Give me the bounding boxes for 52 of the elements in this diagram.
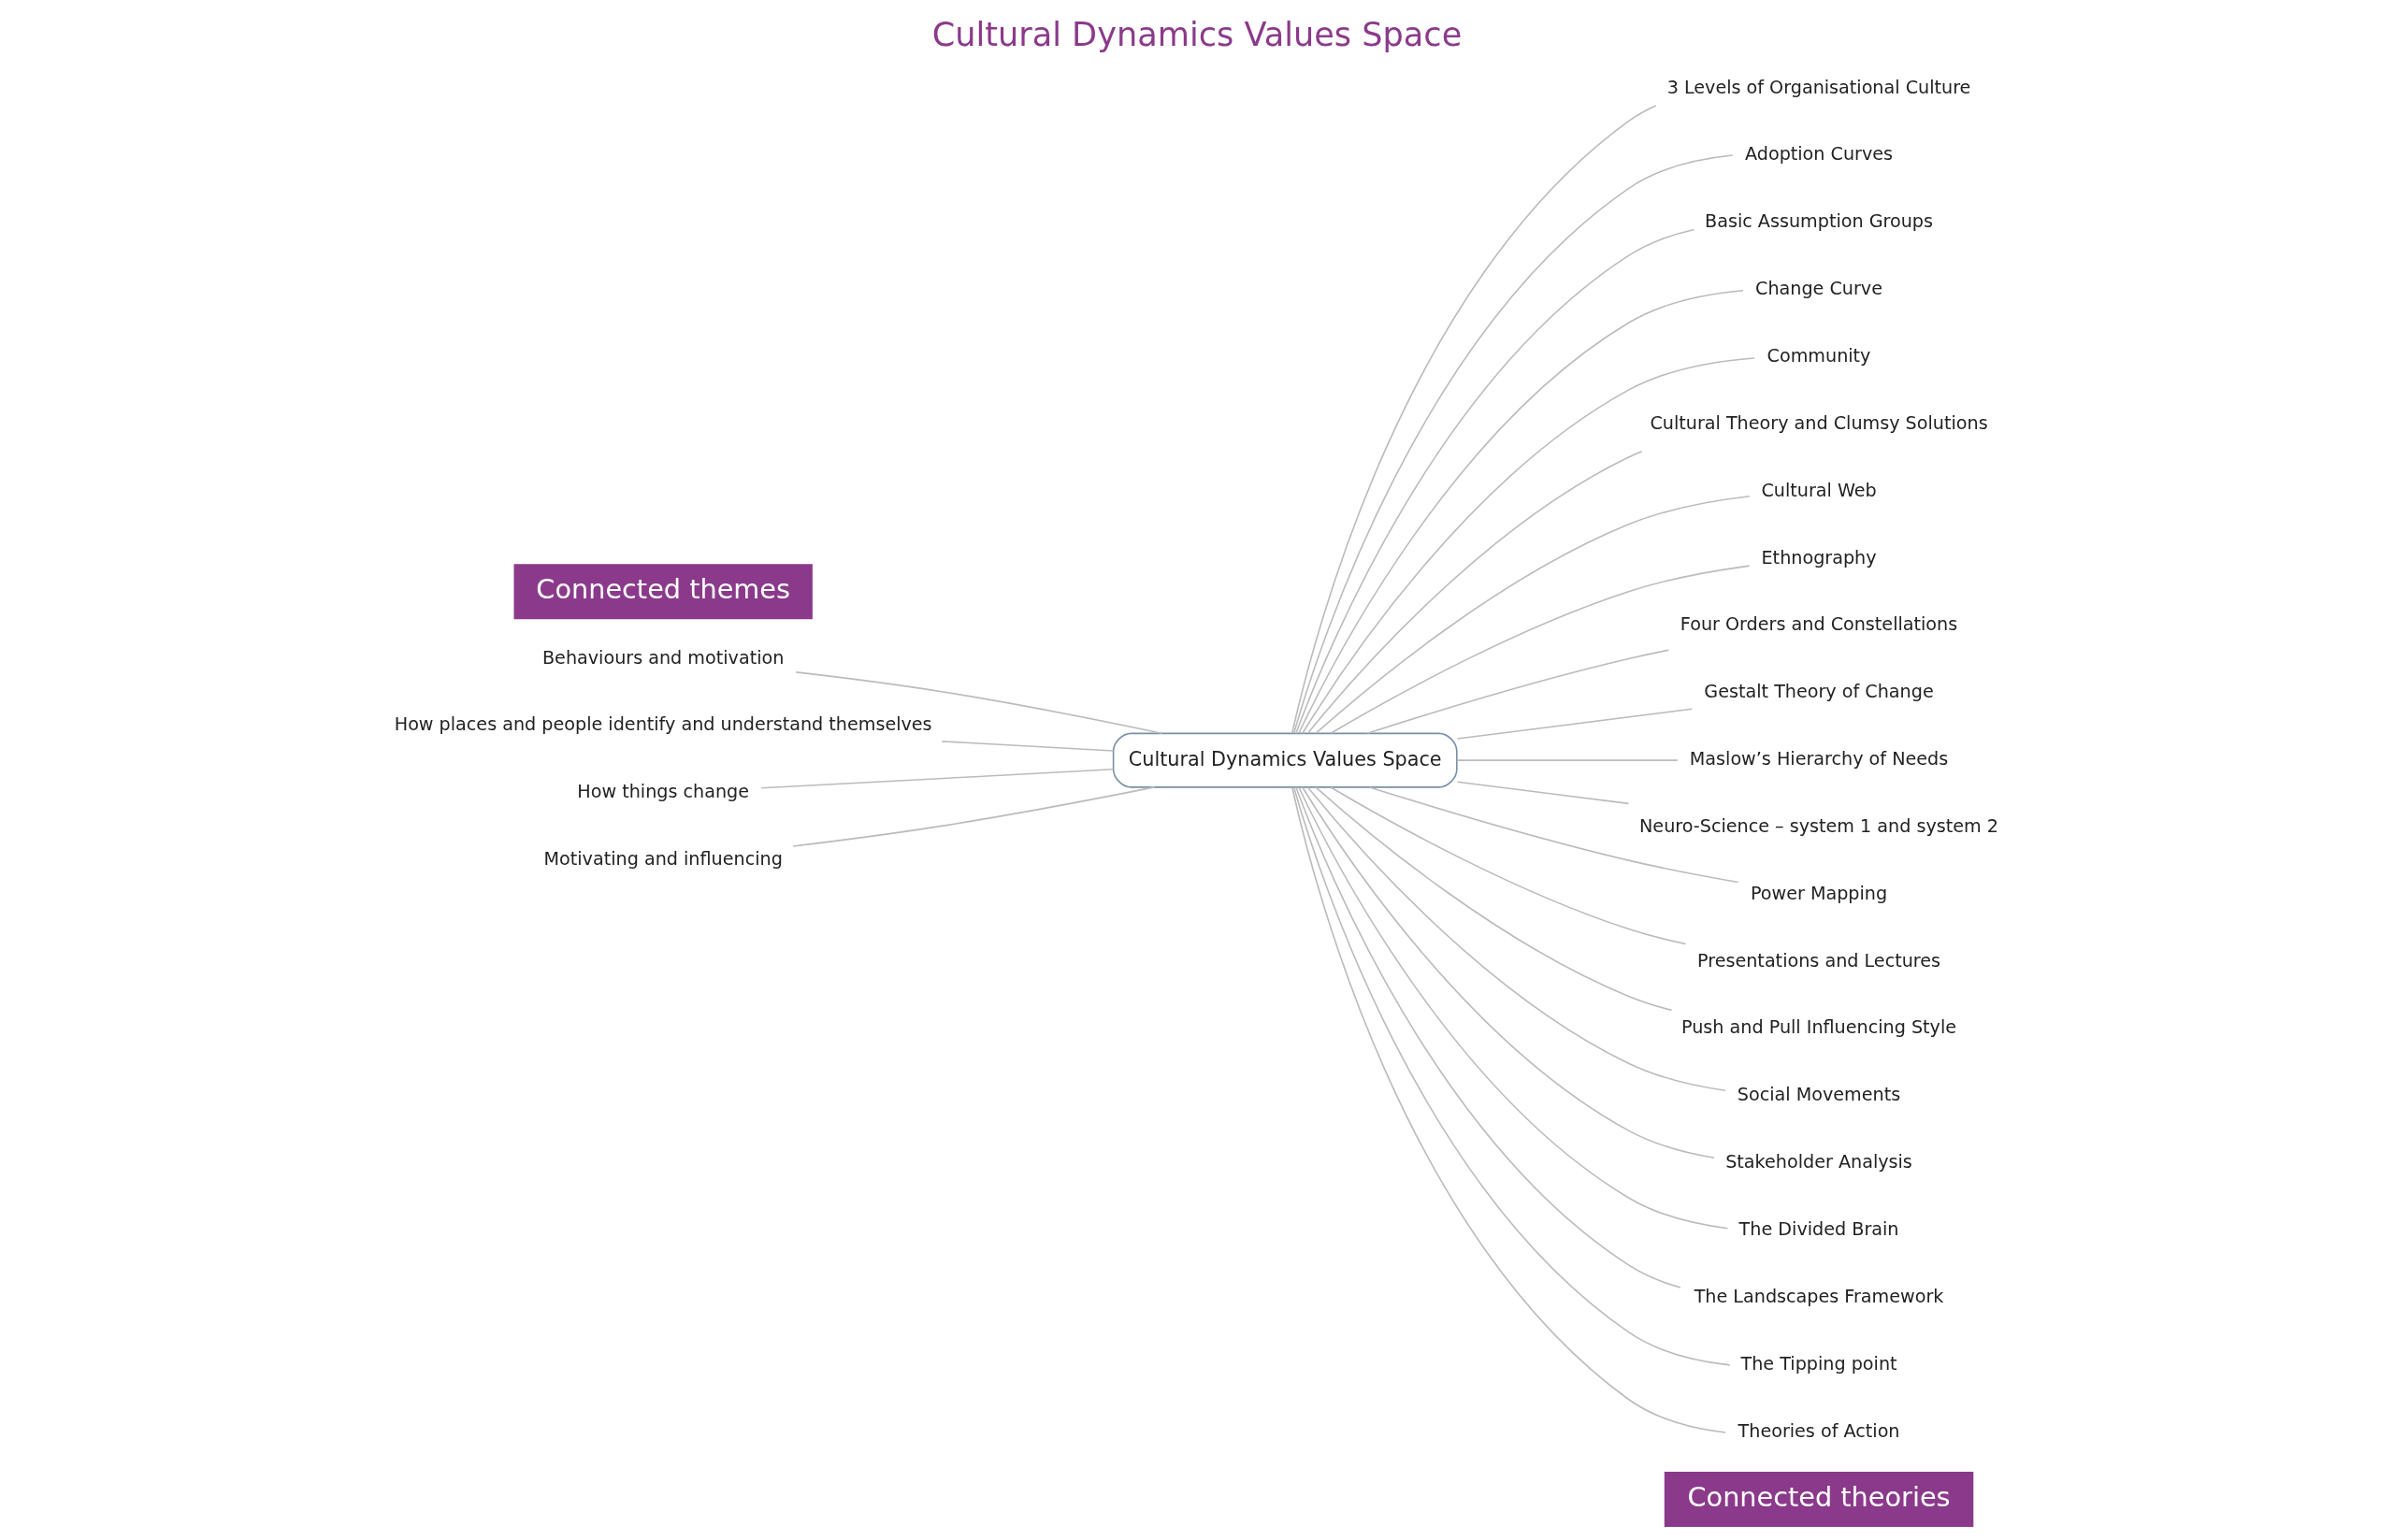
connector [1330,565,1751,735]
node-box: Connected theories [1664,1471,1974,1528]
connector [1302,786,1716,1159]
connector [1306,786,1726,1092]
diagram-title: Cultural Dynamics Values Space [931,15,1463,54]
node-text: Basic Assumption Groups [1705,210,1933,233]
node-text: Maslow’s Hierarchy of Needs [1689,748,1949,770]
node-text: Behaviours and motivation [541,646,785,669]
connector [1368,786,1739,884]
node-box: Connected themes [513,564,813,620]
node-text: Stakeholder Analysis [1725,1151,1912,1173]
node-text: Cultural Theory and Clumsy Solutions [1650,411,1988,434]
connector [1292,154,1734,734]
connector [941,741,1115,752]
node-text: How things change [577,781,750,803]
connector [1366,649,1670,735]
node-text: Change Curve [1755,278,1883,300]
node-text: Neuro-Science – system 1 and system 2 [1639,814,1999,837]
node-text: Ethnography [1761,546,1877,569]
connector [1456,781,1630,805]
connector [795,671,1163,735]
connector [1315,786,1673,1012]
node-text: How places and people identify and understand themselves [394,713,932,736]
connector [1291,105,1657,734]
connector [1298,289,1744,734]
connector [1295,786,1681,1288]
node-text: Four Orders and Constellations [1680,613,1958,636]
node-text: Gestalt Theory of Change [1704,681,1934,703]
connector [1315,495,1751,734]
connector [1456,708,1693,740]
node-text: Theories of Action [1738,1419,1900,1442]
connector [1295,228,1695,735]
node-text: Social Movements [1737,1084,1901,1106]
connector [1456,759,1679,761]
node-text: Power Mapping [1750,882,1888,904]
node-text: The Landscapes Framework [1694,1285,1944,1307]
node-box: Cultural Dynamics Values Space [1112,732,1458,788]
connector [792,786,1156,847]
connector [760,769,1114,789]
node-text: Presentations and Lectures [1697,949,1941,971]
node-text: The Divided Brain [1738,1218,1899,1241]
node-text: Push and Pull Influencing Style [1680,1016,1957,1039]
node-text: The Tipping point [1740,1352,1897,1374]
connector [1330,786,1687,945]
node-text: Cultural Web [1761,479,1877,501]
node-text: 3 Levels of Organisational Culture [1666,76,1971,98]
node-text: Adoption Curves [1744,143,1894,166]
node-text: Motivating and influencing [543,848,783,871]
node-text: Community [1767,344,1871,367]
connector [1298,786,1729,1230]
connector [1306,450,1643,734]
connector [1302,357,1755,735]
